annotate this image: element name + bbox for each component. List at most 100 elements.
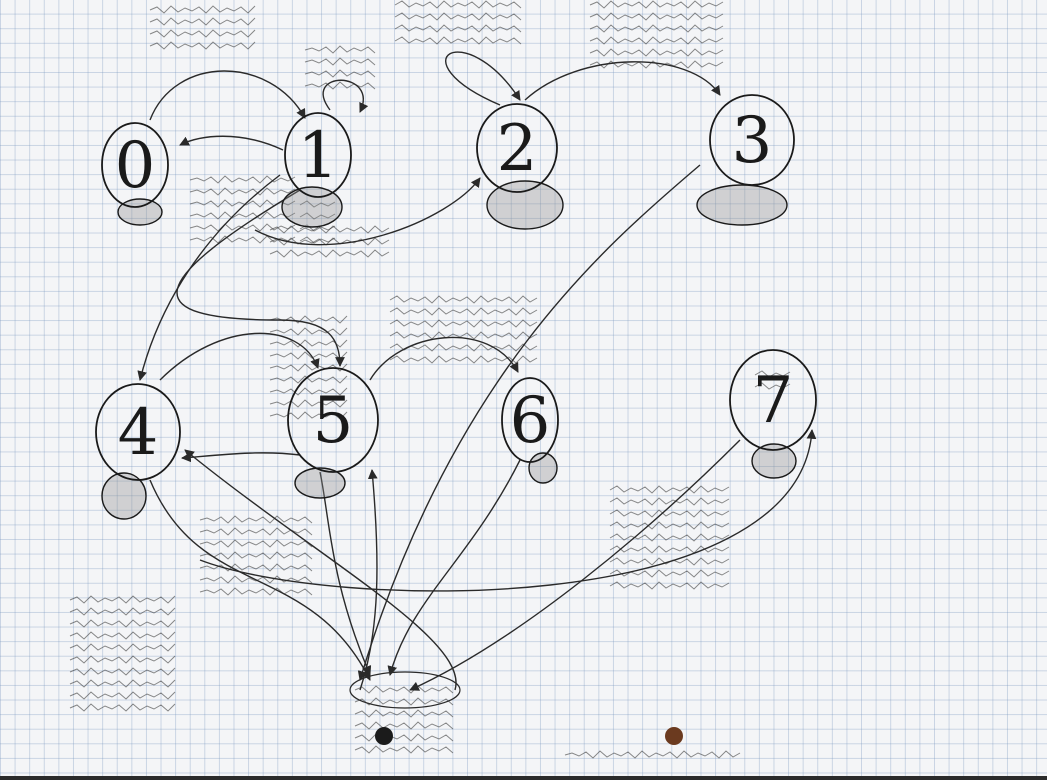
handwriting-scribble	[389, 307, 538, 316]
edge-5-to-4	[181, 452, 301, 463]
handwriting-scribble	[609, 521, 730, 530]
handwriting-scribble	[589, 0, 724, 9]
state-number: 7	[753, 364, 794, 438]
handwriting-scribble	[69, 691, 176, 700]
handwriting-scribble	[354, 685, 454, 694]
handwriting-scribble	[609, 545, 730, 554]
state-node-7: 7	[729, 349, 817, 479]
handwriting-scribble	[189, 223, 296, 232]
handwriting-scribble	[609, 533, 730, 542]
handwriting-scribble	[609, 485, 730, 494]
handwriting-scribble	[564, 750, 741, 759]
edge-1-to-2	[254, 177, 481, 246]
handwriting-scribble	[389, 319, 538, 328]
handwriting-scribble	[269, 375, 348, 384]
handwriting-scribble	[69, 643, 176, 652]
handwriting-scribble	[189, 199, 296, 208]
state-label-blob	[101, 472, 147, 520]
handwriting-scribble	[199, 527, 313, 536]
handwriting-scribble	[269, 387, 348, 396]
handwriting-scribble	[199, 539, 313, 548]
state-node-1: 1	[281, 112, 352, 228]
state-circle	[287, 367, 379, 473]
handwriting-scribble	[269, 351, 348, 360]
state-number: 6	[510, 384, 551, 458]
handwriting-scribble	[189, 235, 296, 244]
handwriting-scribble	[589, 24, 724, 33]
handwriting-scribble	[589, 48, 724, 57]
handwriting-scribble	[354, 721, 454, 730]
handwritten-annotations	[69, 0, 791, 759]
state-circle	[476, 103, 558, 193]
handwriting-scribble	[199, 563, 313, 572]
edge-5-to-8	[319, 471, 372, 676]
handwriting-scribble	[269, 411, 348, 420]
state-node-6: 6	[501, 377, 559, 484]
handwriting-scribble	[754, 370, 791, 378]
handwriting-scribble	[394, 36, 522, 45]
handwriting-scribble	[269, 363, 348, 372]
state-node-3: 3	[696, 94, 795, 226]
handwriting-scribble	[304, 81, 376, 90]
handwriting-scribble	[609, 569, 730, 578]
state-node-4: 4	[95, 383, 181, 520]
state-node-2: 2	[476, 103, 564, 230]
punch-hole-dark	[375, 727, 393, 745]
handwriting-scribble	[609, 497, 730, 506]
handwriting-scribble	[304, 45, 376, 54]
handwriting-scribble	[269, 237, 390, 246]
nodes-layer: 0 1 2 3 4 5 6 7	[95, 94, 817, 520]
edge-8-to-5	[359, 469, 378, 691]
handwriting-scribble	[269, 315, 348, 324]
handwriting-scribble	[389, 295, 538, 304]
handwriting-scribble	[269, 399, 348, 408]
state-number: 5	[313, 384, 354, 458]
edge-7-to-8	[409, 439, 741, 691]
handwriting-scribble	[589, 36, 724, 45]
edges-layer	[137, 51, 817, 709]
state-node-5: 5	[287, 367, 379, 499]
edge-1-to-5	[176, 189, 345, 367]
handwriting-scribble	[199, 551, 313, 560]
state-number: 2	[497, 112, 538, 186]
state-number: 3	[732, 104, 773, 178]
handwriting-scribble	[269, 249, 390, 258]
edge-5-to-6	[369, 336, 519, 381]
handwriting-scribble	[609, 509, 730, 518]
handwriting-scribble	[69, 655, 176, 664]
edge-4-to-8	[149, 479, 371, 681]
edge-2-to-2	[445, 51, 521, 106]
edge-1-to-1	[322, 79, 369, 113]
handwriting-scribble	[354, 697, 454, 706]
junction-blob	[349, 671, 461, 709]
punch-hole-brown	[665, 727, 683, 745]
handwriting-scribble	[589, 60, 724, 69]
state-label-blob	[696, 184, 788, 226]
handwriting-scribble	[354, 733, 454, 742]
handwriting-scribble	[199, 515, 313, 524]
state-number: 1	[298, 119, 339, 193]
handwriting-scribble	[269, 339, 348, 348]
state-node-0: 0	[101, 122, 169, 226]
handwriting-scribble	[609, 557, 730, 566]
edge-3-to-8	[357, 164, 701, 681]
state-label-blob	[751, 443, 797, 479]
handwriting-scribble	[299, 200, 336, 208]
edge-2-to-3	[524, 61, 721, 101]
handwriting-scribble	[394, 12, 522, 21]
handwriting-scribble	[304, 57, 376, 66]
handwriting-scribble	[69, 679, 176, 688]
state-circle	[95, 383, 181, 481]
handwriting-scribble	[199, 587, 313, 596]
handwriting-scribble	[189, 211, 296, 220]
handwriting-scribble	[69, 631, 176, 640]
state-number: 0	[115, 129, 156, 203]
handwriting-scribble	[269, 225, 390, 234]
handwriting-scribble	[299, 212, 336, 220]
handwriting-scribble	[69, 619, 176, 628]
handwriting-scribble	[304, 69, 376, 78]
handwriting-scribble	[754, 382, 791, 390]
state-circle	[101, 122, 169, 208]
